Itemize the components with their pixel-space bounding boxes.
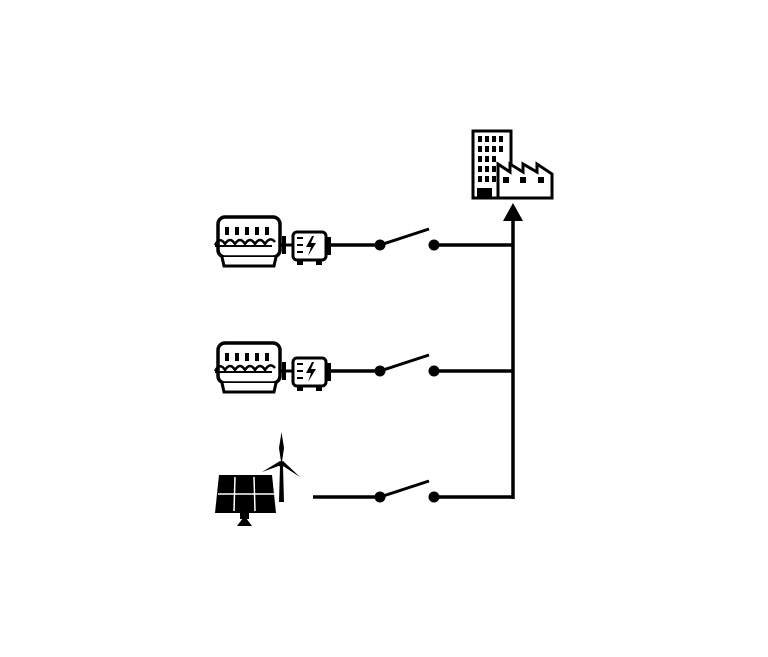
building-factory-icon: [471, 129, 554, 200]
arrow-head: [503, 203, 523, 221]
engine-generator-icon: [213, 341, 333, 394]
circuit-switch-3: [372, 479, 515, 505]
circuit-switch-2: [372, 353, 515, 379]
solar-wind-icon: [215, 432, 300, 526]
engine-generator-icon: [213, 215, 333, 268]
circuit-switch-1: [372, 227, 515, 253]
